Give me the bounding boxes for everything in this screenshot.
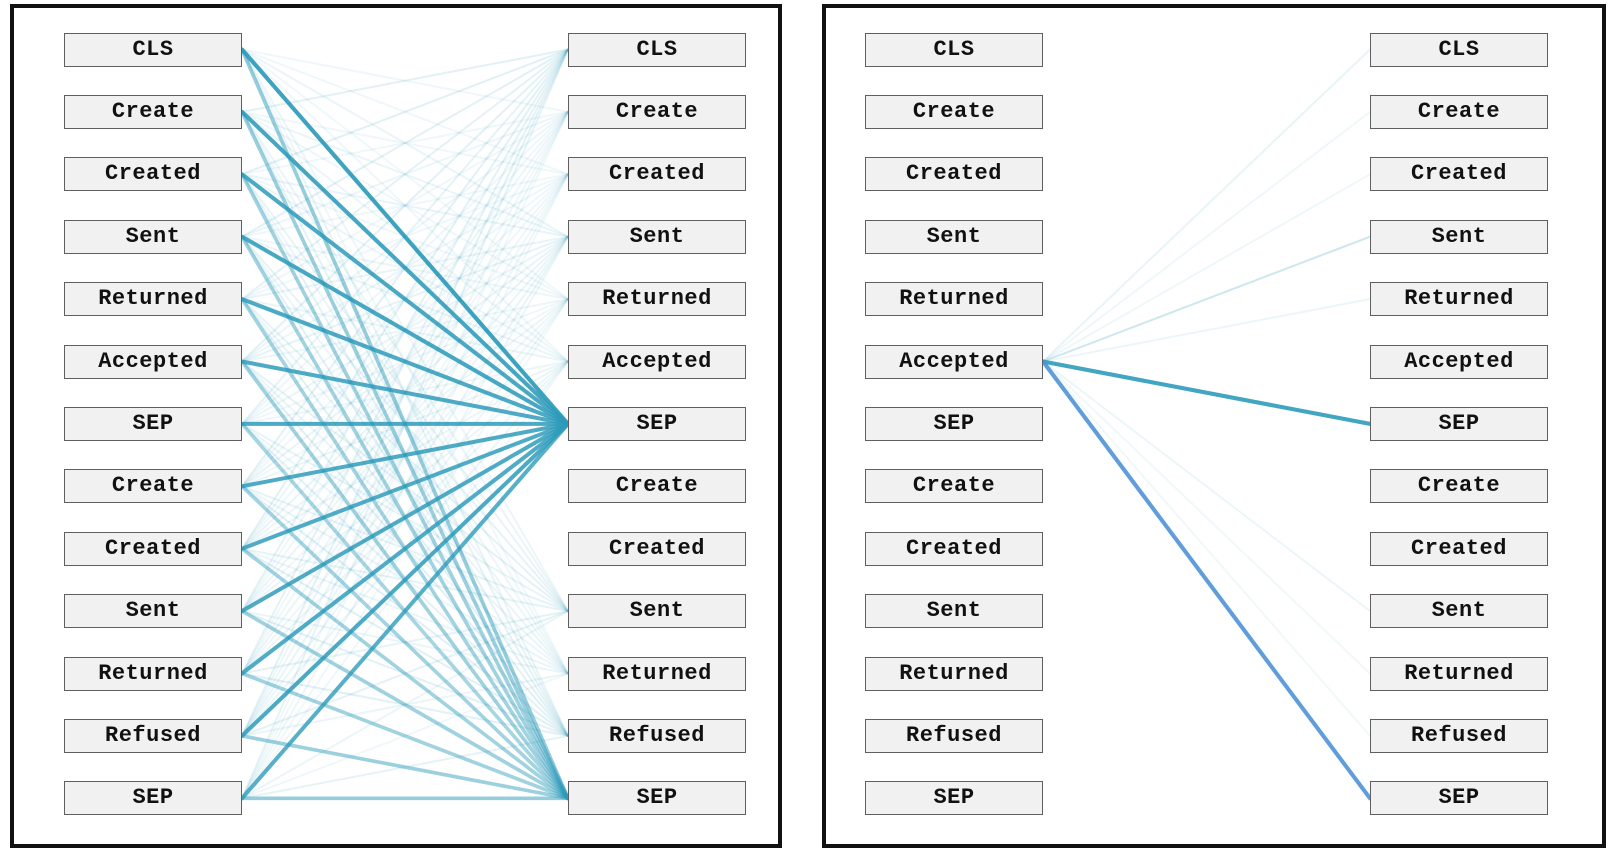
source-token-returned[interactable]: Returned bbox=[865, 656, 1043, 691]
source-token-refused[interactable]: Refused bbox=[865, 718, 1043, 753]
source-token-accepted[interactable]: Accepted bbox=[865, 344, 1043, 379]
source-token-create[interactable]: Create bbox=[865, 469, 1043, 504]
target-token-create[interactable]: Create bbox=[1370, 94, 1548, 129]
target-token-returned[interactable]: Returned bbox=[1370, 282, 1548, 317]
target-token-accepted[interactable]: Accepted bbox=[1370, 344, 1548, 379]
source-token-create[interactable]: Create bbox=[865, 94, 1043, 129]
source-token-create[interactable]: Create bbox=[64, 94, 242, 129]
source-token-cls[interactable]: CLS bbox=[865, 32, 1043, 67]
panel-attention-selected-token bbox=[822, 4, 1606, 848]
source-token-sep[interactable]: SEP bbox=[865, 781, 1043, 816]
source-token-created[interactable]: Created bbox=[865, 531, 1043, 566]
target-token-returned[interactable]: Returned bbox=[1370, 656, 1548, 691]
source-token-sep[interactable]: SEP bbox=[865, 406, 1043, 441]
source-token-sent[interactable]: Sent bbox=[64, 594, 242, 629]
target-token-sep[interactable]: SEP bbox=[568, 781, 746, 816]
source-token-sep[interactable]: SEP bbox=[64, 781, 242, 816]
target-token-sep[interactable]: SEP bbox=[568, 406, 746, 441]
target-token-sent[interactable]: Sent bbox=[568, 219, 746, 254]
target-token-returned[interactable]: Returned bbox=[568, 656, 746, 691]
target-token-created[interactable]: Created bbox=[568, 157, 746, 192]
target-token-cls[interactable]: CLS bbox=[568, 32, 746, 67]
target-token-sent[interactable]: Sent bbox=[1370, 219, 1548, 254]
source-token-returned[interactable]: Returned bbox=[64, 282, 242, 317]
target-token-refused[interactable]: Refused bbox=[1370, 718, 1548, 753]
source-token-accepted[interactable]: Accepted bbox=[64, 344, 242, 379]
source-token-cls[interactable]: CLS bbox=[64, 32, 242, 67]
target-token-sep[interactable]: SEP bbox=[1370, 406, 1548, 441]
source-token-sent[interactable]: Sent bbox=[865, 594, 1043, 629]
source-token-sent[interactable]: Sent bbox=[64, 219, 242, 254]
target-token-sent[interactable]: Sent bbox=[1370, 594, 1548, 629]
source-token-sep[interactable]: SEP bbox=[64, 406, 242, 441]
target-token-accepted[interactable]: Accepted bbox=[568, 344, 746, 379]
target-token-created[interactable]: Created bbox=[1370, 157, 1548, 192]
target-token-sep[interactable]: SEP bbox=[1370, 781, 1548, 816]
target-token-create[interactable]: Create bbox=[568, 469, 746, 504]
target-token-created[interactable]: Created bbox=[1370, 531, 1548, 566]
source-token-created[interactable]: Created bbox=[64, 531, 242, 566]
target-token-sent[interactable]: Sent bbox=[568, 594, 746, 629]
source-token-created[interactable]: Created bbox=[64, 157, 242, 192]
target-token-refused[interactable]: Refused bbox=[568, 718, 746, 753]
source-token-returned[interactable]: Returned bbox=[64, 656, 242, 691]
panel-attention-all-tokens bbox=[10, 4, 782, 848]
target-token-create[interactable]: Create bbox=[568, 94, 746, 129]
target-token-cls[interactable]: CLS bbox=[1370, 32, 1548, 67]
target-token-returned[interactable]: Returned bbox=[568, 282, 746, 317]
source-token-created[interactable]: Created bbox=[865, 157, 1043, 192]
source-token-refused[interactable]: Refused bbox=[64, 718, 242, 753]
source-token-sent[interactable]: Sent bbox=[865, 219, 1043, 254]
source-token-returned[interactable]: Returned bbox=[865, 282, 1043, 317]
source-token-create[interactable]: Create bbox=[64, 469, 242, 504]
target-token-create[interactable]: Create bbox=[1370, 469, 1548, 504]
target-token-created[interactable]: Created bbox=[568, 531, 746, 566]
